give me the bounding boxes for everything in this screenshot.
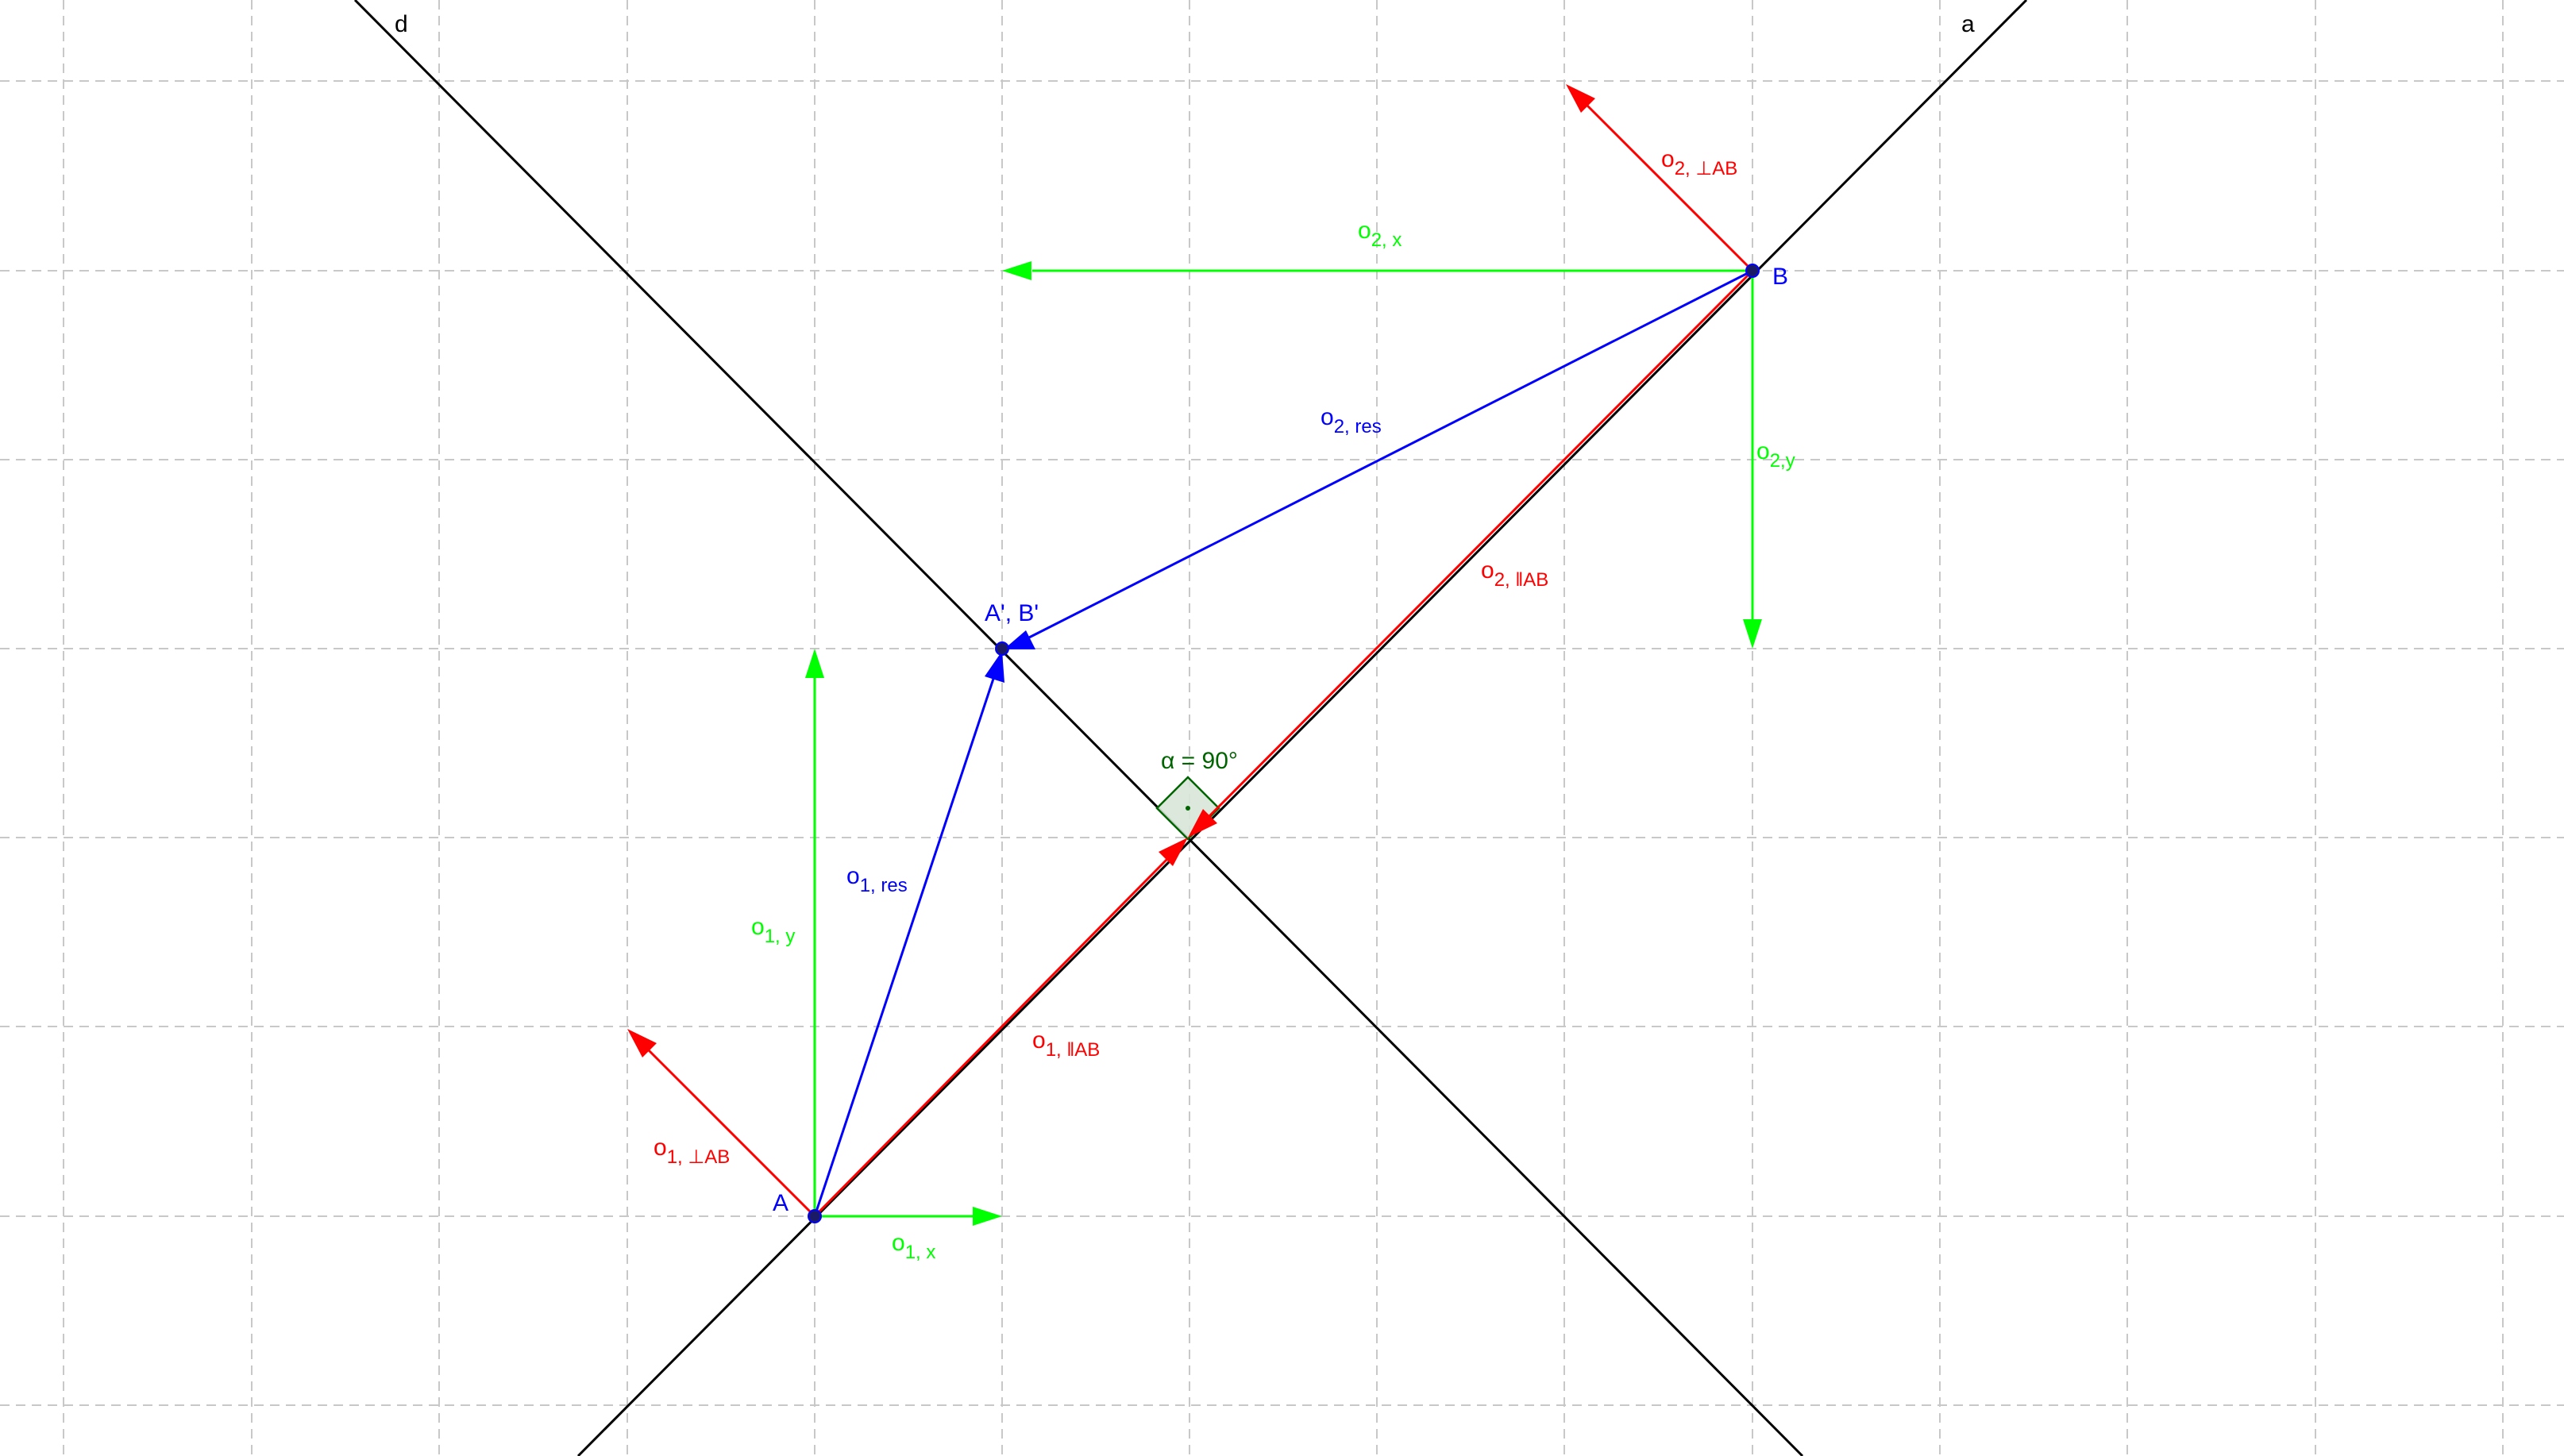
point-b[interactable] — [1745, 264, 1760, 278]
line-a — [576, 0, 2028, 1456]
point-a-prime-b-prime-label: A', B' — [985, 600, 1039, 626]
vector-o2-parallel — [1188, 269, 1754, 838]
vector-o1-x — [815, 1207, 1002, 1226]
angle-label: α = 90° — [1161, 748, 1238, 774]
label-o1-x: o1, x — [892, 1230, 935, 1263]
line-d — [353, 0, 1804, 1456]
vector-o1-parallel — [813, 838, 1188, 1218]
label-o2-res: o2, res — [1321, 404, 1382, 437]
label-o1-parallel: o1, ‖AB — [1032, 1027, 1100, 1061]
vector-o1-perpendicular — [627, 1029, 816, 1218]
point-a-label: A — [773, 1190, 788, 1216]
point-b-label: B — [1772, 264, 1788, 290]
label-o2-parallel: o2, ‖AB — [1481, 557, 1548, 591]
right-angle-marker — [1155, 776, 1220, 841]
point-a-prime-b-prime[interactable] — [995, 641, 1009, 656]
vector-o2-resultant — [1004, 269, 1753, 649]
vector-o2-y — [1743, 271, 1762, 649]
line-d-label: d — [395, 11, 408, 37]
label-o2-perpendicular: o2, ⊥AB — [1661, 146, 1737, 179]
vector-o2-x — [1002, 261, 1752, 280]
label-o1-y: o1, y — [751, 914, 795, 947]
line-a-label: a — [1961, 11, 1975, 37]
vector-o1-y — [805, 649, 824, 1216]
label-o1-perpendicular: o1, ⊥AB — [654, 1134, 730, 1168]
label-o1-res: o1, res — [846, 863, 908, 896]
label-o2-x: o2, x — [1358, 218, 1402, 251]
vector-o2-perpendicular — [1566, 84, 1754, 272]
point-a[interactable] — [808, 1209, 822, 1223]
vector-o1-resultant — [813, 651, 1004, 1217]
label-o2-y: o2,y — [1756, 438, 1795, 472]
